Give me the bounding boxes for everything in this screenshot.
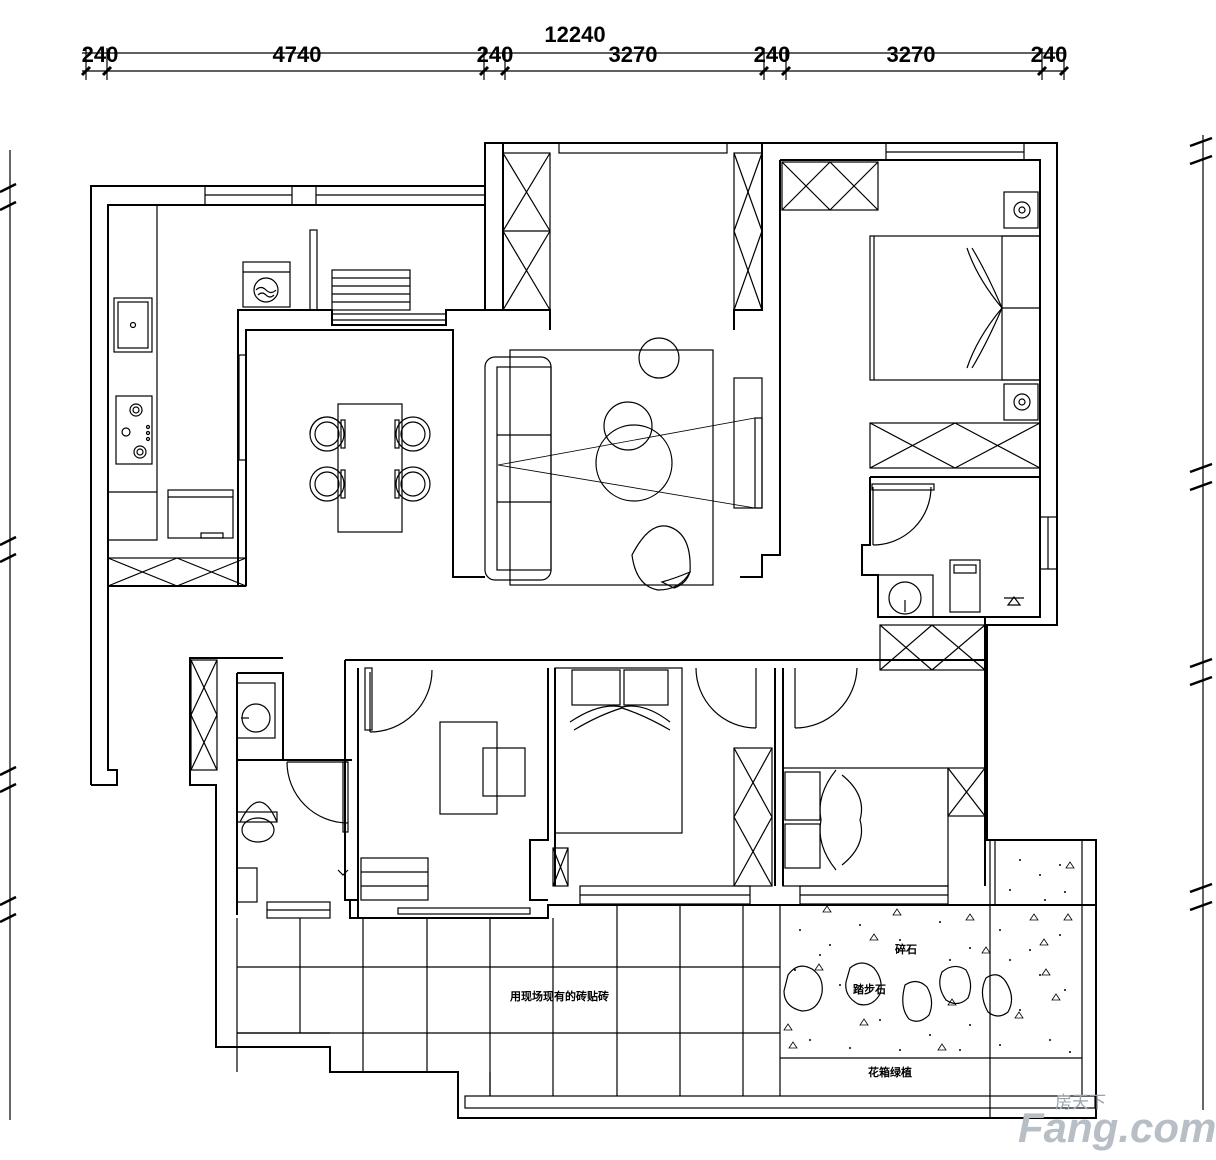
wardrobe-master-top <box>781 161 879 211</box>
exterior-walls <box>90 142 1097 1119</box>
side-dimension-right <box>1189 135 1213 1110</box>
dimension-segment: 240 <box>754 42 791 67</box>
washing-machine <box>242 261 291 308</box>
side-dimension-left <box>0 150 17 1120</box>
dining-table <box>337 403 403 533</box>
windows <box>204 142 1096 1118</box>
wardrobe-living-right <box>733 152 763 311</box>
terrace-tiles <box>236 840 1083 1096</box>
sofa <box>484 356 552 581</box>
study-desk <box>439 721 526 815</box>
cabinet-small <box>552 847 569 887</box>
bath-sw-fixtures <box>236 682 349 903</box>
wardrobe-living-left <box>502 152 551 311</box>
dimension-total: 12240 <box>544 22 605 47</box>
tv-cabinet <box>733 377 763 509</box>
dimension-segment: 240 <box>477 42 514 67</box>
dimension-segment: 240 <box>82 42 119 67</box>
shoe-rack <box>331 269 446 321</box>
rug <box>509 349 714 586</box>
watermark-cn: 房天下 <box>1055 1093 1106 1113</box>
stairs-cabinet <box>360 857 531 915</box>
gravel-garden <box>783 859 1075 1053</box>
stove <box>115 395 153 465</box>
watermark-logo: 房天下 Fang.com <box>1018 1093 1216 1151</box>
label-tile: 用现场现有的砖贴砖 <box>510 989 609 1003</box>
bed-bedroom-3 <box>782 767 949 887</box>
watermark-en: Fang.com <box>1018 1104 1216 1151</box>
master-bed <box>869 235 1041 381</box>
master-bath-fixtures <box>877 559 1024 618</box>
door-master-bath <box>871 483 935 546</box>
interior-walls <box>236 143 1096 919</box>
dimension-segment: 4740 <box>273 42 322 67</box>
label-planter: 花箱绿植 <box>868 1065 912 1079</box>
lounge-chair <box>631 525 691 591</box>
sliding-door-kitchen <box>238 229 318 461</box>
stepping-stones <box>783 962 1013 1022</box>
dimension-segment: 3270 <box>887 42 936 67</box>
oven <box>167 489 234 539</box>
label-gravel: 碎石 <box>895 942 917 956</box>
dimension-line: 12240 240 4740 240 3270 240 3270 240 <box>80 22 1070 80</box>
nightstands <box>1003 191 1039 421</box>
wardrobe-kitchen <box>107 557 247 587</box>
wardrobe-bath-south <box>879 624 986 671</box>
bed-bedroom-2 <box>554 667 683 834</box>
label-stepping-stone: 踏步石 <box>853 982 886 996</box>
door-study <box>364 667 433 733</box>
dining-chairs <box>309 416 431 502</box>
tv-projection <box>497 417 756 509</box>
door-bath-sw <box>286 761 349 833</box>
coffee-table <box>595 401 673 502</box>
side-table-round <box>638 337 680 379</box>
sink <box>113 297 153 353</box>
wardrobe-bedroom-2 <box>733 747 773 887</box>
dimension-segment: 240 <box>1031 42 1068 67</box>
wardrobe-hall <box>190 659 218 771</box>
kitchen-counter <box>108 204 158 541</box>
wardrobe-bedroom-3 <box>947 767 986 817</box>
wardrobe-master-bottom <box>869 422 1041 469</box>
door-bedroom-2 <box>695 667 757 729</box>
door-bedroom-3 <box>794 667 858 729</box>
dimension-segment: 3270 <box>609 42 658 67</box>
